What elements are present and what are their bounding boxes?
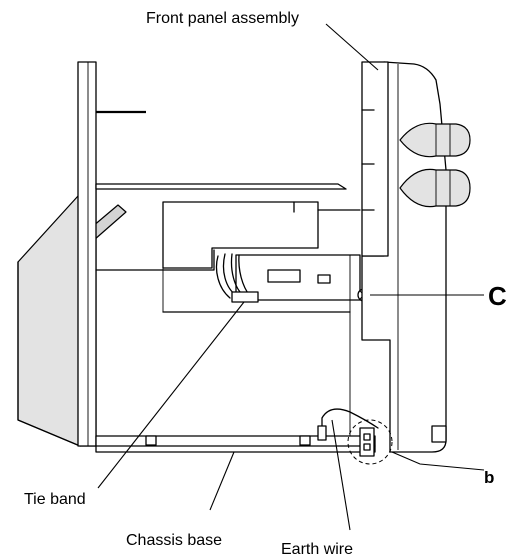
front-panel <box>361 61 447 453</box>
chassis-base <box>95 435 376 453</box>
wire-harness <box>215 253 259 303</box>
label-screw-c: C <box>488 281 507 311</box>
leader-lines <box>97 23 485 531</box>
earth-clip <box>347 419 393 465</box>
rear-housing <box>17 184 127 447</box>
pcb-bracket <box>95 201 361 436</box>
label-tie-band: Tie band <box>24 491 86 508</box>
label-chassis-base: Chassis base <box>126 532 222 549</box>
knob-upper <box>399 122 471 158</box>
chassis-rear-plate <box>77 61 97 447</box>
top-shelves <box>95 110 347 190</box>
label-front-panel: Front panel assembly <box>146 10 299 27</box>
label-detail-b: b <box>484 468 494 487</box>
label-earth-wire: Earth wire <box>281 541 353 558</box>
knob-lower <box>399 168 471 208</box>
earth-wire <box>317 408 379 441</box>
